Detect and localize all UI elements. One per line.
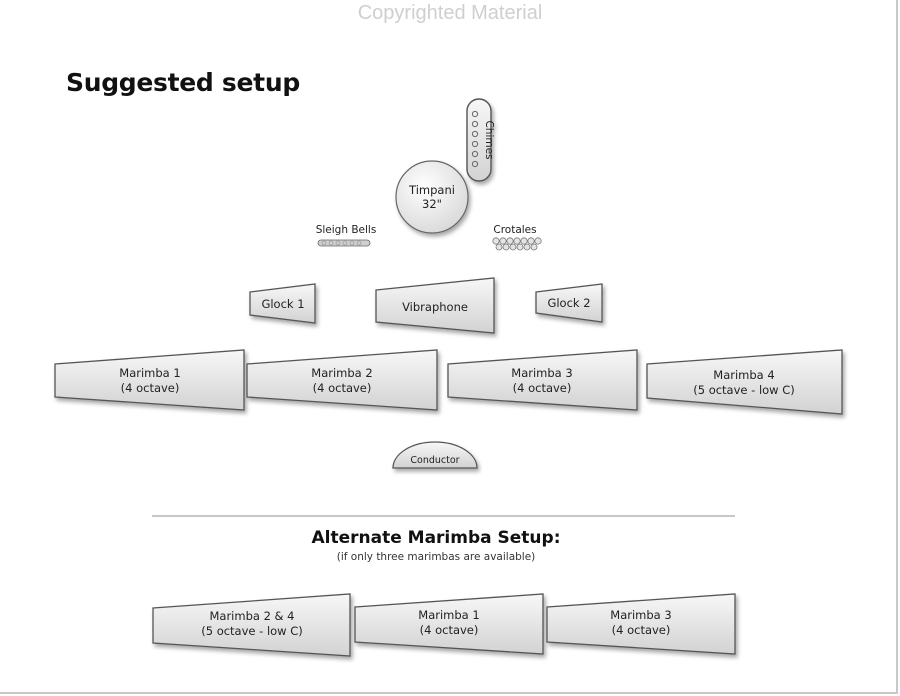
marimba-1-range: (4 octave) — [121, 381, 180, 395]
glock-2-label: Glock 2 — [547, 296, 590, 310]
marimba-1: Marimba 1 (4 octave) — [54, 349, 245, 411]
timpani: Timpani 32" — [395, 160, 469, 234]
alt-marimba-3: Marimba 3 (4 octave) — [546, 593, 736, 655]
timpani-size: 32" — [422, 197, 442, 211]
marimba-2: Marimba 2 (4 octave) — [246, 349, 438, 411]
conductor-label: Conductor — [410, 455, 459, 466]
alt-marimba-2-4-label: Marimba 2 & 4 — [209, 609, 294, 623]
marimba-4: Marimba 4 (5 octave - low C) — [646, 349, 843, 415]
crotales: Crotales — [492, 224, 542, 251]
glock-1-label: Glock 1 — [261, 297, 304, 311]
marimba-4-range: (5 octave - low C) — [693, 383, 795, 397]
alt-marimba-2-4-range: (5 octave - low C) — [201, 624, 303, 638]
alt-marimba-3-label: Marimba 3 — [610, 608, 671, 622]
marimba-3-label: Marimba 3 — [511, 366, 572, 380]
watermark: Copyrighted Material — [357, 2, 543, 24]
vibraphone: Vibraphone — [375, 277, 495, 334]
alt-marimba-3-range: (4 octave) — [612, 623, 671, 637]
chimes: Chimes — [466, 98, 495, 182]
glock-1: Glock 1 — [249, 283, 316, 324]
alternate-subtitle: (if only three marimbas are available) — [336, 551, 536, 563]
sleigh-bells-label: Sleigh Bells — [316, 224, 377, 236]
marimba-4-label: Marimba 4 — [713, 368, 774, 382]
conductor: Conductor — [392, 441, 478, 469]
sleigh-bells: Sleigh Bells — [316, 224, 377, 247]
page-title: Suggested setup — [66, 68, 300, 97]
marimba-1-label: Marimba 1 — [119, 366, 180, 380]
marimba-2-label: Marimba 2 — [311, 366, 372, 380]
alternate-title: Alternate Marimba Setup: — [311, 528, 561, 548]
marimba-3-range: (4 octave) — [513, 381, 572, 395]
marimba-3: Marimba 3 (4 octave) — [447, 349, 638, 411]
alt-marimba-2-4: Marimba 2 & 4 (5 octave - low C) — [152, 593, 351, 657]
alt-marimba-1: Marimba 1 (4 octave) — [354, 593, 544, 655]
glock-2: Glock 2 — [535, 283, 603, 323]
vibraphone-label: Vibraphone — [402, 300, 468, 314]
marimba-2-range: (4 octave) — [313, 381, 372, 395]
chimes-label: Chimes — [483, 120, 495, 159]
crotales-label: Crotales — [493, 224, 536, 236]
timpani-label: Timpani — [408, 183, 455, 197]
alt-marimba-1-range: (4 octave) — [420, 623, 479, 637]
alt-marimba-1-label: Marimba 1 — [418, 608, 479, 622]
